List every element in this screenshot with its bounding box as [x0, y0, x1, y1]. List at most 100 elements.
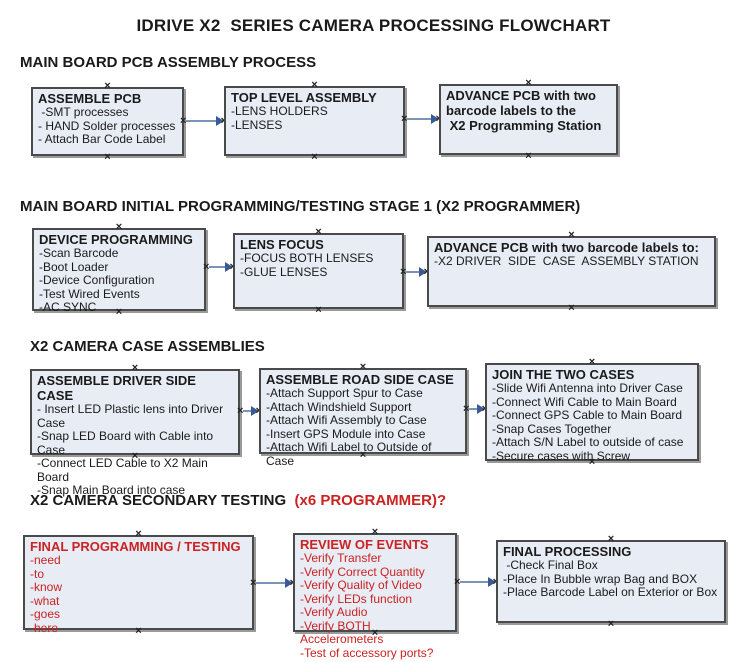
- box-advance-pcb-programming-station: ADVANCE PCB with two barcode labels to t…: [439, 84, 618, 155]
- box-title: ADVANCE PCB with two barcode labels to t…: [446, 88, 602, 133]
- box-line: -Snap Main Board into case: [37, 483, 186, 497]
- arrow-head-icon: [216, 116, 224, 126]
- arrow-head-icon: [477, 404, 485, 414]
- arrow-head-icon: [488, 577, 496, 587]
- box-line: -goes: [30, 607, 61, 621]
- box-line: -AC SYNC: [39, 300, 97, 314]
- flow-arrow: [250, 577, 296, 589]
- box-line: -Attach S/N Label to outside of case: [492, 435, 684, 449]
- box-line: -GLUE LENSES: [240, 264, 328, 279]
- box-line: - Attach Bar Code Label: [38, 132, 166, 146]
- box-line: -Attach Wifi Label to Outside of Case: [266, 440, 435, 468]
- arrow-head-icon: [419, 267, 427, 277]
- box-line: -FOCUS BOTH LENSES: [240, 251, 374, 265]
- page-title: IDRIVE X2 SERIES CAMERA PROCESSING FLOWC…: [136, 16, 611, 35]
- box-line: -Attach Wifi Assembly to Case: [266, 413, 427, 427]
- box-line: -LENSES: [231, 117, 283, 132]
- arrow-head-icon: [285, 578, 293, 588]
- box-line: -Verify BOTH Accelerometers: [300, 618, 384, 646]
- box-line: -Attach Support Spur to Case: [266, 386, 423, 400]
- section-heading-pcb-assembly: MAIN BOARD PCB ASSEMBLY PROCESS: [20, 54, 317, 71]
- box-line: -Snap LED Board with Cable into Case: [37, 429, 217, 457]
- box-lines: -X2 DRIVER SIDE CASE ASSEMBLY STATION: [434, 254, 710, 269]
- box-line: -Verify Correct Quantity: [300, 564, 425, 579]
- section-heading-accent: (x6 PROGRAMMER)?: [290, 492, 447, 509]
- arrow-line: [407, 118, 434, 120]
- box-line: -Verify Audio: [300, 605, 368, 619]
- arrow-head-icon: [251, 406, 259, 416]
- box-title: REVIEW OF EVENTS: [300, 537, 429, 552]
- box-line: -know: [30, 580, 63, 594]
- box-title: ASSEMBLE DRIVER SIDE CASE: [37, 373, 200, 403]
- box-line: - Insert LED Plastic lens into Driver Ca…: [37, 402, 227, 430]
- box-lines: -Verify Transfer-Verify Correct Quantity…: [300, 551, 451, 660]
- box-line: -Connect LED Cable to X2 Main Board: [37, 456, 212, 484]
- section-heading-initial-programming: MAIN BOARD INITIAL PROGRAMMING/TESTING S…: [20, 198, 581, 215]
- box-assemble-driver-side-case: ASSEMBLE DRIVER SIDE CASE - Insert LED P…: [30, 369, 240, 497]
- arrow-line: [209, 266, 228, 268]
- box-line: -Place In Bubble wrap Bag and BOX: [503, 571, 698, 586]
- box-title: LENS FOCUS: [240, 237, 324, 252]
- box-lens-focus: LENS FOCUS -FOCUS BOTH LENSES-GLUE LENSE…: [233, 233, 404, 309]
- box-title: JOIN THE TWO CASES: [492, 367, 635, 382]
- box-line: - HAND Solder processes: [38, 118, 176, 133]
- box-line: -Test Wired Events: [39, 286, 140, 301]
- flow-arrow: [463, 403, 488, 415]
- box-line: -Connect Wifi Cable to Main Board: [492, 394, 677, 409]
- box-lines: -Attach Support Spur to Case-Attach Wind…: [266, 386, 461, 468]
- box-device-programming: DEVICE PROGRAMMING -Scan Barcode-Boot Lo…: [32, 228, 206, 314]
- box-lines: -Scan Barcode-Boot Loader-Device Configu…: [39, 246, 200, 315]
- box-title: FINAL PROGRAMMING / TESTING: [30, 539, 241, 554]
- box-final-programming-testing: FINAL PROGRAMMING / TESTING -need-to-kno…: [23, 535, 254, 634]
- box-final-processing: FINAL PROCESSING -Check Final Box-Place …: [496, 540, 726, 623]
- arrow-line: [406, 271, 422, 273]
- box-lines: -Slide Wifi Antenna into Driver Case-Con…: [492, 381, 693, 463]
- box-title: TOP LEVEL ASSEMBLY: [231, 90, 377, 105]
- box-line: -Device Configuration: [39, 273, 155, 287]
- box-join-the-two-cases: JOIN THE TWO CASES -Slide Wifi Antenna i…: [485, 363, 699, 463]
- box-line: -Boot Loader: [39, 259, 109, 274]
- flow-arrow: [400, 266, 430, 278]
- section-heading-secondary-testing: X2 CAMERA SECONDARY TESTING (x6 PROGRAMM…: [30, 492, 446, 509]
- box-line: -Snap Cases Together: [492, 421, 612, 436]
- flow-arrow: [203, 261, 236, 273]
- flow-arrow: [180, 115, 227, 127]
- flow-arrow: [237, 405, 262, 417]
- box-lines: -Check Final Box-Place In Bubble wrap Ba…: [503, 558, 720, 600]
- box-title: DEVICE PROGRAMMING: [39, 232, 193, 247]
- arrow-line: [186, 120, 219, 122]
- box-line: -Scan Barcode: [39, 246, 119, 260]
- section-heading-text: X2 CAMERA SECONDARY TESTING: [30, 492, 291, 509]
- box-line: -Verify Quality of Video: [300, 578, 422, 592]
- box-assemble-road-side-case: ASSEMBLE ROAD SIDE CASE -Attach Support …: [259, 368, 467, 467]
- box-title: ADVANCE PCB with two barcode labels to:: [434, 240, 699, 255]
- box-line: -what: [30, 593, 60, 608]
- arrow-head-icon: [225, 262, 233, 272]
- box-top-level-assembly: TOP LEVEL ASSEMBLY -LENS HOLDERS-LENSES: [224, 86, 405, 156]
- box-review-of-events: REVIEW OF EVENTS -Verify Transfer-Verify…: [293, 533, 457, 659]
- box-lines: - Insert LED Plastic lens into Driver Ca…: [37, 402, 234, 498]
- box-line: -Test of accessory ports?: [300, 645, 434, 660]
- arrow-line: [460, 581, 491, 583]
- box-lines: -LENS HOLDERS-LENSES: [231, 104, 399, 132]
- box-title: ASSEMBLE PCB: [38, 91, 142, 106]
- arrow-line: [256, 582, 288, 584]
- box-line: -Verify Transfer: [300, 551, 382, 565]
- box-line: -X2 DRIVER SIDE CASE ASSEMBLY STATION: [434, 254, 699, 268]
- box-line: -need: [30, 553, 61, 567]
- box-lines: -SMT processes- HAND Solder processes- A…: [38, 105, 178, 147]
- arrow-head-icon: [431, 114, 439, 124]
- box-advance-pcb-driver-side-station: ADVANCE PCB with two barcode labels to: …: [427, 236, 716, 307]
- box-line: -SMT processes: [38, 105, 129, 119]
- box-line: -Place Barcode Label on Exterior or Box: [503, 585, 718, 599]
- box-line: -Secure cases with Screw: [492, 448, 631, 463]
- box-title: FINAL PROCESSING: [503, 544, 632, 559]
- arrow-line: [243, 410, 254, 412]
- box-line: -here: [30, 620, 59, 635]
- box-assemble-pcb: ASSEMBLE PCB -SMT processes- HAND Solder…: [31, 87, 184, 156]
- box-lines: -need-to-know-what-goes-here: [30, 553, 248, 635]
- box-line: -Attach Windshield Support: [266, 399, 412, 414]
- box-line: -Check Final Box: [503, 558, 598, 572]
- box-line: -Insert GPS Module into Case: [266, 426, 426, 441]
